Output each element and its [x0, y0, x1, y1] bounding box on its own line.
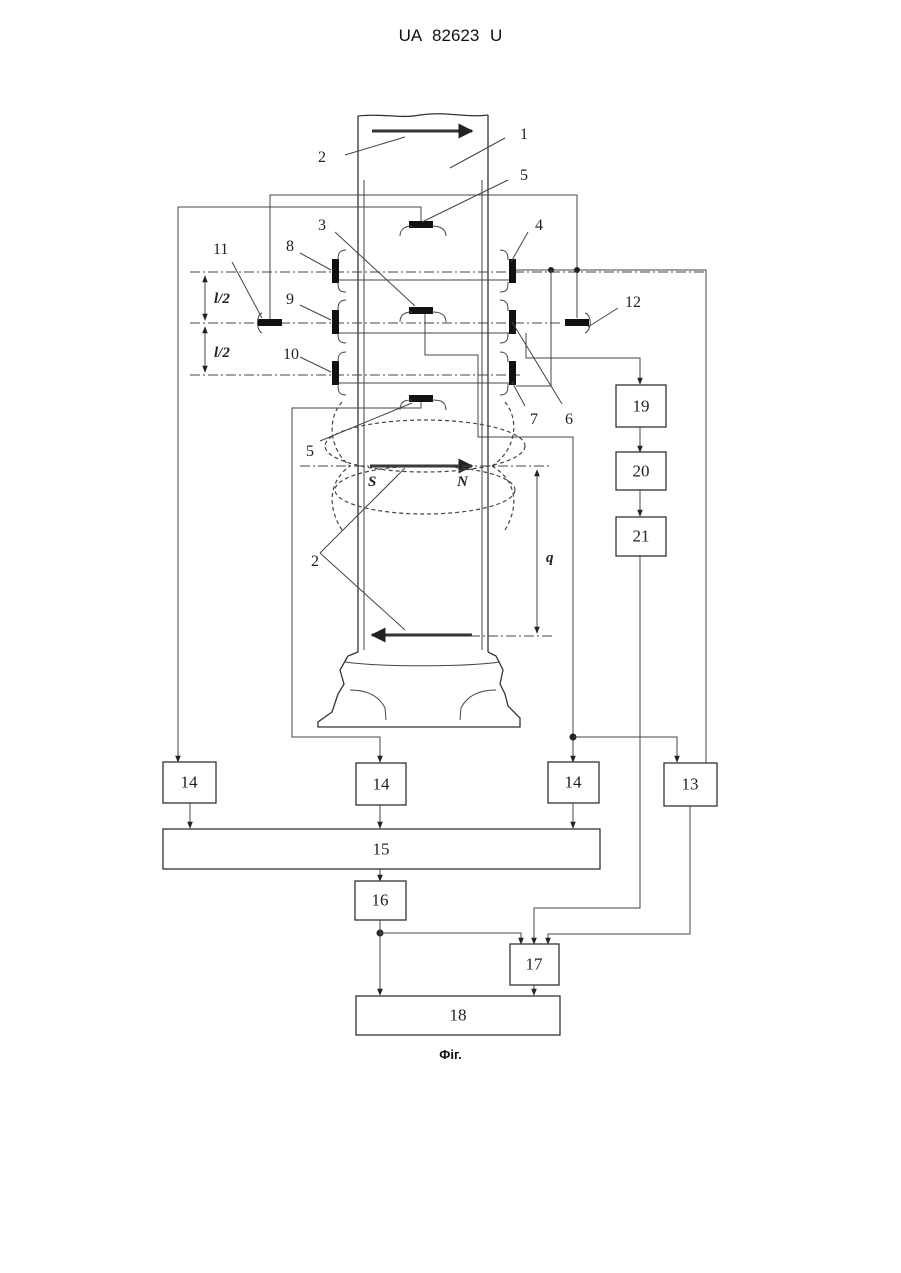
label-half-l-1: l/2 — [214, 291, 230, 307]
label-pole-n: N — [456, 474, 469, 490]
label-pole-s: S — [368, 474, 376, 490]
block-14-right: 14 — [548, 762, 599, 803]
svg-text:16: 16 — [372, 891, 389, 910]
svg-text:14: 14 — [565, 773, 583, 792]
label-2-top: 2 — [318, 149, 326, 166]
sensor-5-top — [400, 221, 446, 236]
label-4: 4 — [535, 217, 543, 234]
sensor-4 — [500, 250, 516, 292]
block-19: 19 — [616, 385, 666, 427]
svg-text:19: 19 — [633, 397, 650, 416]
svg-text:17: 17 — [526, 955, 544, 974]
label-2-bottom: 2 — [311, 553, 319, 570]
sensor-3 — [400, 307, 446, 322]
label-8: 8 — [286, 238, 294, 255]
sensor-12 — [565, 313, 590, 333]
block-16: 16 — [355, 881, 406, 920]
block-18: 18 — [356, 996, 560, 1035]
label-3: 3 — [318, 217, 326, 234]
svg-text:21: 21 — [633, 527, 650, 546]
label-1: 1 — [520, 126, 528, 143]
block-14-middle: 14 — [356, 763, 406, 805]
label-q: q — [546, 550, 554, 566]
block-15: 15 — [163, 829, 600, 869]
svg-text:15: 15 — [373, 840, 390, 859]
label-6: 6 — [565, 411, 573, 428]
svg-text:14: 14 — [181, 773, 199, 792]
svg-text:20: 20 — [633, 462, 650, 481]
label-11: 11 — [213, 241, 228, 258]
label-7: 7 — [530, 411, 538, 428]
svg-text:18: 18 — [450, 1006, 467, 1025]
sensor-7 — [500, 352, 516, 395]
sensor-6 — [500, 300, 516, 343]
sensor-10 — [332, 352, 346, 395]
block-13: 13 — [664, 763, 717, 806]
label-5-bottom: 5 — [306, 443, 314, 460]
sensor-9 — [332, 300, 346, 343]
label-half-l-2: l/2 — [214, 345, 230, 361]
sensor-8 — [332, 250, 346, 292]
block-21: 21 — [616, 517, 666, 556]
figure-caption: Фіг. — [0, 1047, 901, 1062]
label-9: 9 — [286, 291, 294, 308]
label-12: 12 — [625, 294, 641, 311]
svg-text:14: 14 — [373, 775, 391, 794]
block-17: 17 — [510, 944, 559, 985]
block-14-left: 14 — [163, 762, 216, 803]
label-10: 10 — [283, 346, 299, 363]
label-5-top: 5 — [520, 167, 528, 184]
block-20: 20 — [616, 452, 666, 490]
svg-text:13: 13 — [682, 775, 699, 794]
